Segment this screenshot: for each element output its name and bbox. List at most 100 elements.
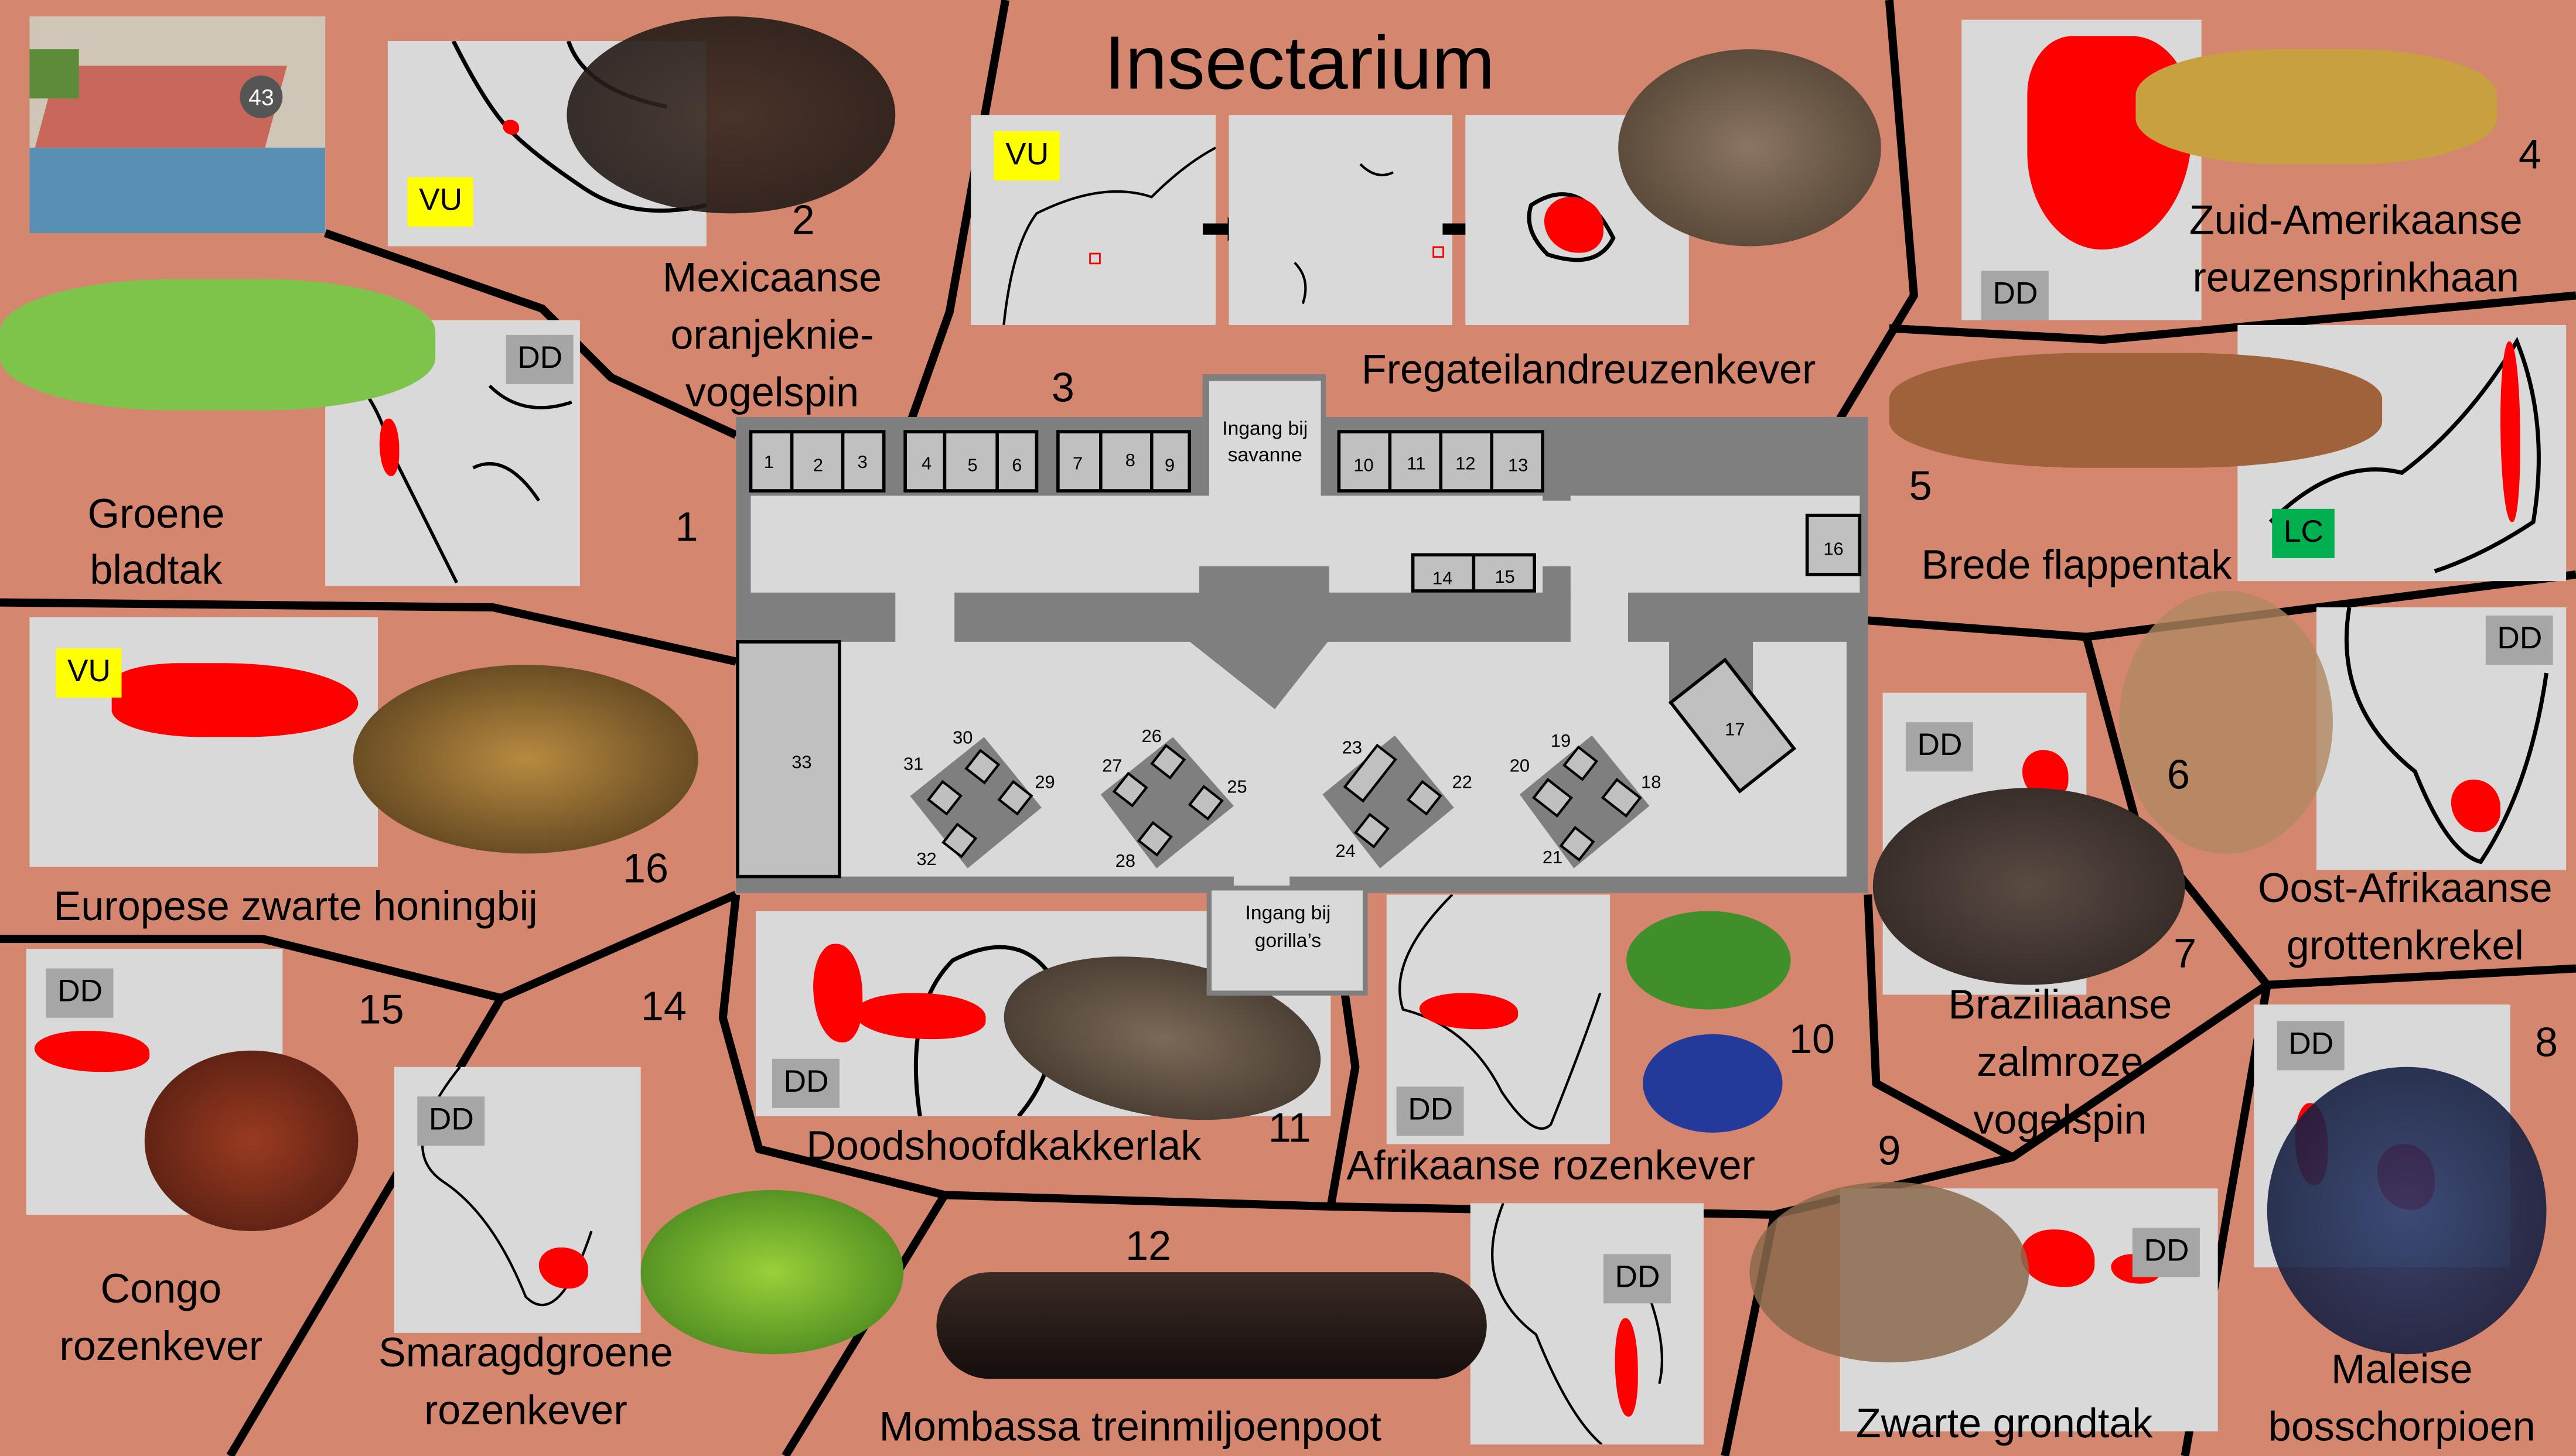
enclosure-number: 18 <box>1641 771 1661 792</box>
entrance-gorillas <box>1206 886 1368 996</box>
enclosure-number: 32 <box>916 849 936 869</box>
enclosure-number: 22 <box>1452 771 1472 792</box>
enclosure-number: 23 <box>1342 737 1362 757</box>
floor-plan-shape <box>895 582 955 649</box>
enclosure-number: 14 <box>1432 568 1452 589</box>
zoo-map-thumbnail: 43 <box>29 16 326 233</box>
species-name: Brede flappentak <box>1921 542 2232 589</box>
enclosure-number: 2 <box>813 454 823 475</box>
floor-plan-shape <box>1559 826 1595 862</box>
floor-plan-shape <box>1322 735 1454 869</box>
status-badge: DD <box>2485 616 2554 665</box>
species-name: vogelspin <box>685 370 859 416</box>
status-badge: VU <box>407 177 474 227</box>
grasshopper-photo <box>2135 49 2497 165</box>
enclosure-number: 26 <box>1142 726 1162 746</box>
scorpion-photo <box>2267 1067 2547 1355</box>
divider-line <box>1836 0 1918 421</box>
divider-line <box>2082 635 2271 1456</box>
species-name: Doodshoofdkakkerlak <box>806 1123 1202 1170</box>
range-map-12 <box>1470 1203 1704 1445</box>
enclosure-number: 29 <box>1035 771 1055 792</box>
floor-plan-shape <box>1543 566 1571 594</box>
status-badge: DD <box>1603 1254 1672 1303</box>
floor-plan-shape <box>941 822 978 859</box>
species-name: Afrikaanse rozenkever <box>1346 1143 1755 1190</box>
floor-plan-shape <box>736 640 841 879</box>
species-name: Mombassa treinmiljoenpoot <box>879 1404 1381 1451</box>
entrance-savanne-label: savanne <box>1228 445 1302 466</box>
floor-plan-shape <box>964 748 1001 785</box>
species-name: Fregateilandreuzenkever <box>1361 347 1816 394</box>
ground-stick-insect-photo <box>1749 1181 2029 1363</box>
species-name: bosschorpioen <box>2268 1404 2536 1451</box>
divider-line <box>0 891 738 1003</box>
enclosure-number: 7 <box>1073 453 1083 474</box>
cave-cricket-photo <box>2119 590 2333 854</box>
floor-plan-shape <box>1056 430 1192 493</box>
species-number: 11 <box>1268 1105 1311 1152</box>
species-name: oranjeknie- <box>670 312 874 359</box>
species-name: Oost-Afrikaanse <box>2258 866 2553 912</box>
enclosure-number: 4 <box>922 453 932 474</box>
floor-plan-shape <box>1100 737 1234 869</box>
enclosure-number: 30 <box>953 727 973 748</box>
green-rose-chafer-photo <box>1626 911 1791 1010</box>
species-number: 1 <box>675 504 698 551</box>
status-badge: DD <box>1396 1086 1465 1136</box>
floor-plan-shape <box>997 780 1033 816</box>
entrance-gorillas-label: Ingang bij <box>1246 903 1331 924</box>
green-stick-insect-photo <box>0 279 436 411</box>
species-number: 12 <box>1125 1223 1172 1270</box>
enclosure-number: 20 <box>1510 755 1530 775</box>
range-map-3-region <box>1229 115 1452 325</box>
species-number: 7 <box>2174 931 2197 978</box>
species-name: Europese zwarte honingbij <box>53 884 538 930</box>
brazilian-tarantula-photo <box>1872 788 2185 985</box>
floor-plan-shape <box>1354 812 1390 849</box>
enclosure-number: 25 <box>1227 777 1247 797</box>
enclosure-number: 8 <box>1125 450 1135 470</box>
enclosure-number: 28 <box>1115 850 1135 871</box>
species-name: rozenkever <box>59 1324 263 1370</box>
congo-rose-chafer-photo <box>144 1050 359 1232</box>
emerald-rose-chafer-photo <box>640 1190 904 1355</box>
species-number: 2 <box>791 197 815 244</box>
enclosure-number: 15 <box>1495 566 1514 587</box>
floor-plan-shape <box>1668 657 1797 794</box>
floor-plan-shape <box>926 780 963 816</box>
floor-plan-shape <box>1343 743 1397 803</box>
species-name: Maleise <box>2331 1346 2473 1393</box>
millipede-photo <box>936 1272 1487 1379</box>
enclosure-number: 31 <box>903 753 923 774</box>
status-badge: DD <box>772 1058 841 1108</box>
species-name: bladtak <box>90 547 223 594</box>
floor-plan-shape <box>749 430 886 493</box>
floor-plan-shape <box>1150 743 1186 780</box>
blue-rose-chafer-photo <box>1643 1034 1783 1133</box>
enclosure-number: 17 <box>1725 719 1745 740</box>
species-name: Mexicaanse <box>662 255 882 302</box>
species-number: 15 <box>358 987 404 1034</box>
enclosure-number: 16 <box>1823 538 1843 559</box>
status-badge: DD <box>417 1096 486 1146</box>
frigate-island-beetle-photo <box>1618 49 1881 247</box>
floor-plan-shape <box>1199 566 1329 594</box>
enclosure-number: 10 <box>1353 454 1373 475</box>
species-name: rozenkever <box>424 1387 627 1434</box>
species-name: Braziliaanse <box>1948 982 2172 1028</box>
floor-plan-shape <box>1137 821 1173 857</box>
floor-plan-shape <box>1188 785 1224 821</box>
species-number: 6 <box>2166 753 2190 799</box>
floor-plan-shape <box>1601 778 1642 818</box>
floor-plan-shape <box>1532 778 1573 818</box>
species-name: zalmroze <box>1977 1040 2144 1086</box>
enclosure-number: 6 <box>1012 454 1022 475</box>
status-badge: DD <box>506 334 574 384</box>
enclosure-number: 27 <box>1102 755 1122 775</box>
floor-plan-shape <box>1805 514 1862 576</box>
enclosure-number: 3 <box>858 452 868 472</box>
enclosure-number: 1 <box>764 452 774 472</box>
